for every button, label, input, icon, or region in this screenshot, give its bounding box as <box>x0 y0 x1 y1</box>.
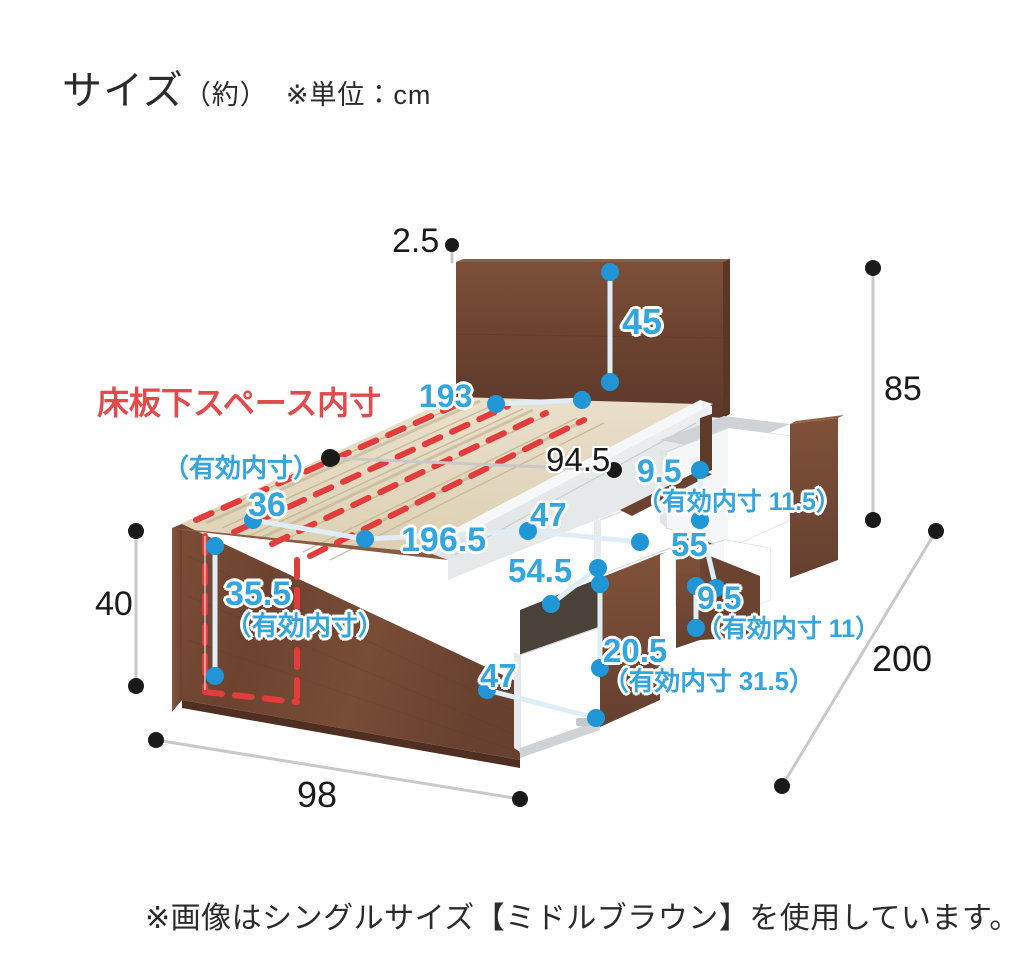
page-title-sub: （約） <box>183 80 268 110</box>
page-title-unit: ※単位：cm <box>285 80 432 110</box>
page-title-main: サイズ <box>62 69 184 113</box>
page-title: サイズ（約） ※単位：cm <box>62 58 431 116</box>
black-dimension-lines <box>134 244 938 801</box>
under-bed-callout-leader <box>321 449 339 467</box>
bed-right-end <box>620 414 712 516</box>
blue-dimension-lines <box>212 269 719 721</box>
bed-top-panel <box>418 400 713 580</box>
headboard <box>455 259 730 418</box>
black-dimension-endpoints <box>128 238 944 807</box>
blue-dimension-endpoints <box>206 263 725 727</box>
footnote-text: ※画像はシングルサイズ【ミドルブラウン】を使用しています。 <box>145 902 1020 935</box>
drawer-large-open[interactable] <box>514 552 667 758</box>
